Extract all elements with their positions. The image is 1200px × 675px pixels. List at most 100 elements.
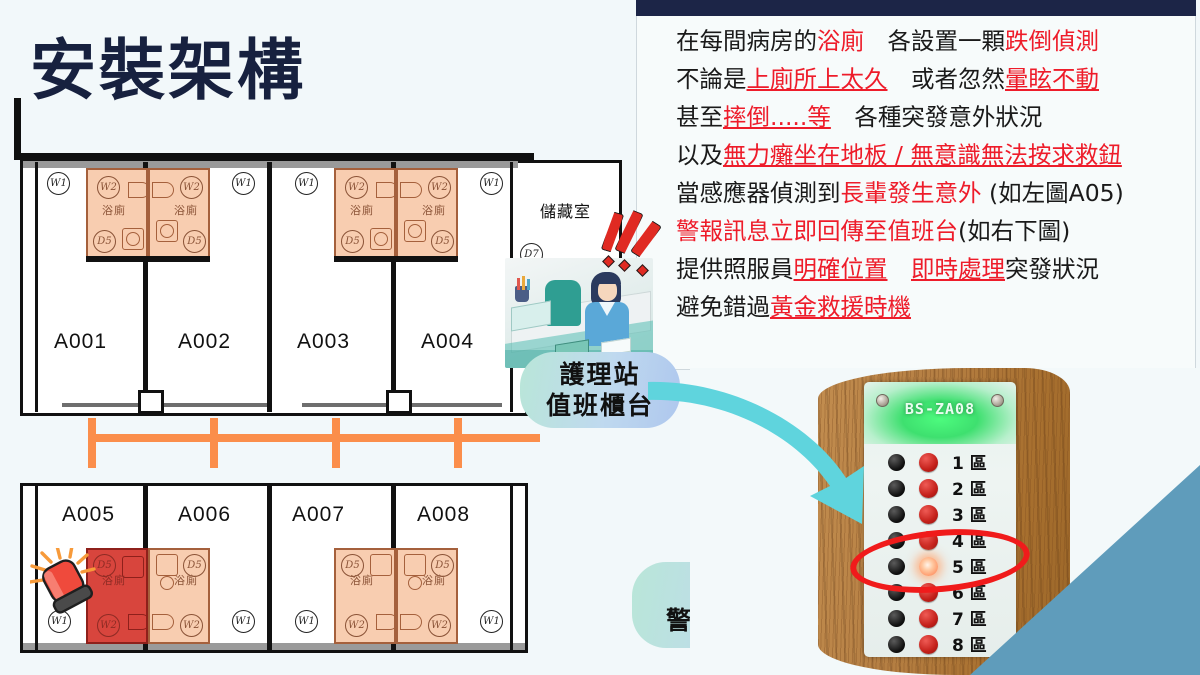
tag-w2: W2: [428, 614, 451, 637]
bath-fixture: [160, 576, 174, 590]
tag-w1: W1: [232, 610, 255, 633]
page-title: 安裝架構: [30, 32, 306, 109]
description-line: 在每間病房的浴廁 各設置一顆跌倒偵測: [676, 22, 1190, 60]
room-label-a002: A002: [178, 330, 232, 353]
zone-led-black-icon: [888, 636, 905, 653]
tag-d5: D5: [341, 554, 364, 577]
description-segment: 當感應器偵測到: [676, 179, 841, 207]
description-line: 不論是上廁所上太久 或者忽然暈眩不動: [676, 60, 1190, 98]
zone-led-black-icon: [888, 532, 905, 549]
description-segment: 暈眩不動: [1005, 65, 1099, 93]
room-sill: [402, 403, 502, 407]
description-line: 避免錯過黃金救援時機: [676, 288, 1190, 326]
room-label-a005: A005: [62, 503, 116, 526]
bath-fixture: [404, 220, 426, 242]
description-segment: 浴廁: [817, 27, 864, 55]
description-segment: (如右下圖): [958, 217, 1071, 245]
corridor-pipe-main: [88, 434, 540, 442]
bathroom-label: 浴廁: [422, 204, 446, 217]
corridor-pipe-branch: [332, 418, 340, 468]
bathroom-label: 浴廁: [422, 574, 446, 587]
wall-divider: [267, 486, 272, 650]
zone-led-black-icon: [888, 506, 905, 523]
pen: [517, 278, 520, 290]
zone-label: 7 區: [952, 610, 987, 630]
corridor-pipe-branch: [88, 418, 96, 468]
description-segment: 提供照服員: [676, 255, 794, 283]
tag-w2: W2: [345, 176, 368, 199]
description-segment: [888, 255, 912, 283]
bath-fixture: [122, 228, 144, 250]
doorway-box: [138, 390, 164, 414]
bathroom-label: 浴廁: [174, 204, 198, 217]
description-segment: [888, 65, 912, 93]
bath-fixture: [408, 576, 422, 590]
doorway-box: [386, 390, 412, 414]
description-segment: 不論是: [676, 65, 747, 93]
wall-divider: [267, 162, 272, 412]
top-wall-hatch: [23, 161, 525, 168]
zone-led-red-icon: [919, 479, 938, 498]
description-segment: [831, 103, 855, 131]
alarm-lamp-icon: [30, 548, 96, 614]
description-line: 甚至摔倒.....等 各種突發意外狀況: [676, 98, 1190, 136]
zone-row: 4 區: [864, 528, 1016, 554]
pen: [527, 279, 530, 290]
alert-exclamation-icon: [600, 210, 670, 282]
exclamation-dot: [602, 255, 615, 268]
room-label-a003: A003: [297, 330, 351, 353]
bath-tub: [376, 182, 398, 198]
floor-plan: 浴廁 W2 D5 浴廁 W2 D5 浴廁 W2 D5 浴廁: [14, 158, 540, 658]
zone-row: 8 區: [864, 632, 1016, 658]
bath-tub: [400, 614, 422, 630]
bath-fixture: [370, 228, 392, 250]
tag-d5: D5: [183, 230, 206, 253]
zone-led-red-icon: [919, 609, 938, 628]
room-label-a008: A008: [417, 503, 471, 526]
description-segment: 無力癱坐在地板 / 無意識無法按求救鈕: [723, 141, 1122, 169]
description-segment: 避免錯過: [676, 293, 770, 321]
wall-divider-inner: [510, 486, 513, 650]
bath-tub: [152, 182, 174, 198]
tag-w2: W2: [345, 614, 368, 637]
zone-row: 3 區: [864, 502, 1016, 528]
bath-tub: [128, 182, 150, 198]
panel-model-label: BS-ZA08: [904, 400, 976, 418]
nurse-station-callout-line1: 護理站: [559, 360, 641, 389]
bath-fixture: [160, 224, 174, 238]
tag-w1: W1: [47, 172, 70, 195]
tag-w2: W2: [97, 176, 120, 199]
description-segment: 各種突發意外狀況: [854, 103, 1043, 131]
room-label-a006: A006: [178, 503, 232, 526]
description-segment: 黃金救援時機: [770, 293, 911, 321]
bath-fixture: [156, 220, 178, 242]
tag-w2: W2: [180, 614, 203, 637]
zone-row: 1 區: [864, 450, 1016, 476]
zone-led-black-icon: [888, 558, 905, 575]
zone-row: 2 區: [864, 476, 1016, 502]
nurse-fringe: [595, 272, 621, 284]
bathroom-wall: [86, 256, 210, 262]
description-segment: 即時處理: [911, 255, 1005, 283]
tag-d5: D5: [183, 554, 206, 577]
bathroom-label: 浴廁: [102, 574, 126, 587]
bathroom-label: 浴廁: [350, 574, 374, 587]
bathroom-a001: 浴廁 W2 D5: [86, 168, 150, 260]
description-panel: [636, 4, 1196, 370]
description-line: 以及無力癱坐在地板 / 無意識無法按求救鈕: [676, 136, 1190, 174]
bottom-wall-hatch: [23, 643, 525, 650]
description-segment: 跌倒偵測: [1005, 27, 1099, 55]
description-line: 警報訊息立即回傳至值班台(如右下圖): [676, 212, 1190, 250]
corridor-pipe-branch: [454, 418, 462, 468]
zone-led-red-icon: [919, 453, 938, 472]
zone-row: 5 區: [864, 554, 1016, 580]
tag-d5: D5: [93, 230, 116, 253]
description-segment: 在每間病房的: [676, 27, 817, 55]
zone-led-black-icon: [888, 454, 905, 471]
zone-label: 1 區: [952, 454, 987, 474]
panel-backlight-glow: [864, 382, 1016, 444]
nurse-station-callout: 護理站 值班櫃台: [520, 352, 680, 428]
panel-screw: [876, 394, 889, 407]
